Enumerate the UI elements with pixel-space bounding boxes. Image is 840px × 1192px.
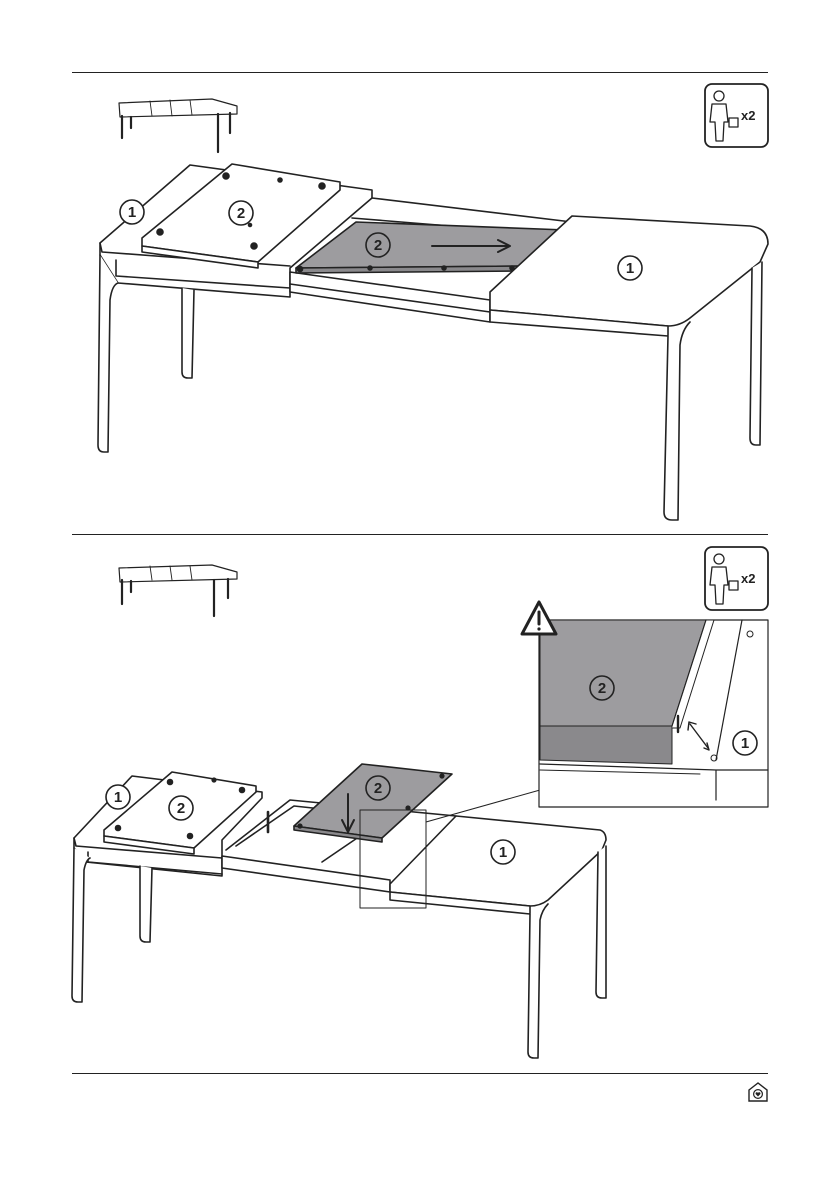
people-count-label: x2 (741, 571, 755, 586)
callout-1: 1 (626, 260, 634, 277)
callout-1: 1 (128, 204, 136, 221)
callout-2: 2 (598, 680, 606, 697)
callout-2: 2 (374, 780, 382, 797)
callout-2: 2 (177, 800, 185, 817)
people-count-label: x2 (741, 108, 755, 123)
callout-1: 1 (741, 735, 749, 752)
callout-1: 1 (499, 844, 507, 861)
house-heart-logo-icon (746, 1080, 770, 1104)
callout-2: 2 (237, 205, 245, 222)
callout-2: 2 (374, 237, 382, 254)
callout-1: 1 (114, 789, 122, 806)
